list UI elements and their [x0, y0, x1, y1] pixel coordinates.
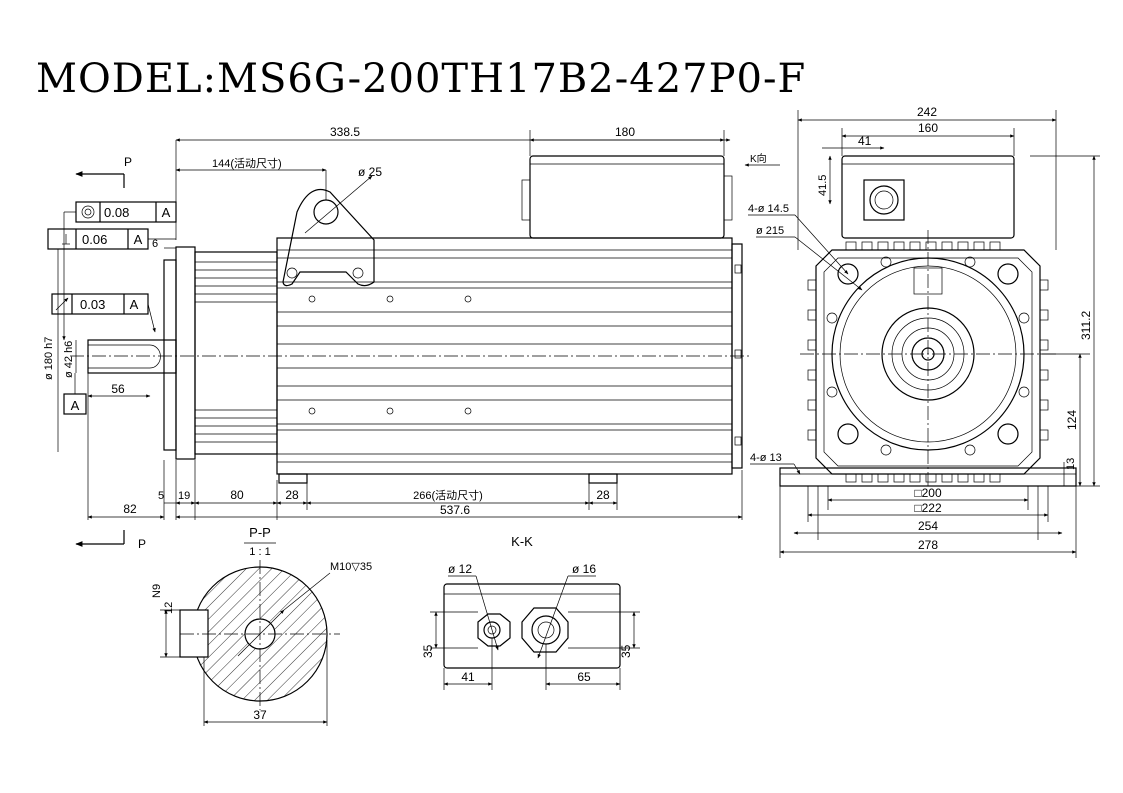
dimension-label: 1 : 1: [249, 546, 270, 558]
dimension-label: 311.2: [1079, 311, 1093, 340]
dimension-label: 124: [1065, 410, 1079, 430]
dimension-label: N9: [151, 584, 163, 598]
dimension-label: A: [130, 297, 139, 312]
dimension-label: 19: [178, 490, 190, 502]
dimension-label: 160: [918, 121, 938, 135]
dimension-label: □222: [914, 501, 942, 515]
dimension-label: 4-ø 14.5: [748, 203, 789, 215]
dimension-label: 28: [285, 488, 299, 502]
dimension-label: M10▽35: [330, 561, 372, 573]
front-view: [779, 155, 1077, 487]
dimension-label: K向: [750, 152, 767, 165]
section-kk: K-K ø 12 ø 16 35 35 41 65: [421, 534, 640, 690]
flange-plate: [175, 246, 196, 460]
dimension-label: 0.03: [80, 297, 105, 312]
dimension-label: K-K: [511, 534, 533, 549]
dimension-label: 28: [596, 488, 610, 502]
dimension-label: 266(活动尺寸): [413, 488, 483, 502]
dimension-label: 37: [253, 708, 267, 722]
dimension-label: 254: [918, 519, 938, 533]
dimension-label: 80: [230, 488, 244, 502]
dimension-label: 41: [461, 670, 475, 684]
dimension-label: 82: [123, 502, 137, 516]
dimension-label: 35: [421, 644, 435, 658]
dimension-label: 242: [917, 105, 937, 119]
dimension-label: 338.5: [330, 125, 360, 139]
dimension-label: 13: [1065, 458, 1077, 470]
dimension-label: 6: [152, 238, 158, 250]
dimension-label: 180: [615, 125, 635, 139]
dimension-label: A: [71, 398, 80, 413]
terminal-box: [529, 155, 725, 239]
dimension-label: ø 180 h7: [43, 337, 55, 380]
dimension-label: 5: [158, 490, 164, 502]
dimension-label: 4-ø 13: [750, 452, 782, 464]
dimension-label: ø 42 h6: [63, 341, 75, 378]
dimension-label: A: [162, 205, 171, 220]
dimension-label: P: [124, 155, 132, 169]
dimension-label: ø 16: [572, 562, 596, 576]
fin-section: [194, 251, 278, 455]
section-pp: P-P 1 : 1 M10▽35 N9 12 37: [151, 525, 372, 726]
dimension-label: 144(活动尺寸): [212, 156, 282, 170]
dimension-label: 56: [111, 382, 125, 396]
model-title: MODEL:MS6G-200TH17B2-427P0-F: [36, 56, 807, 102]
dimension-label: 0.08: [104, 205, 129, 220]
side-dimensions: 338.5 180 K向 P 144(活动尺寸) ø 25 0.08 A 0.0…: [43, 125, 780, 551]
front-dimensions: 242 160 41 41.5 4-ø 14.5 ø 215 311.2 124…: [748, 105, 1100, 558]
dimension-label: 278: [918, 538, 938, 552]
lifting-eye: [282, 188, 375, 287]
dimension-label: ø 25: [358, 165, 382, 179]
dimension-label: 65: [577, 670, 591, 684]
side-view: [70, 155, 750, 484]
dimension-label: 35: [619, 644, 633, 658]
dimension-label: ø 215: [756, 225, 784, 237]
dimension-label: 12: [163, 602, 175, 614]
dimension-label: 537.6: [440, 503, 470, 517]
dimension-label: 41.5: [817, 175, 829, 196]
dimension-label: □200: [914, 486, 942, 500]
dimension-label: 41: [858, 134, 872, 148]
dimension-label: 0.06: [82, 232, 107, 247]
dimension-label: A: [134, 232, 143, 247]
dimension-label: P-P: [249, 525, 271, 540]
dimension-label: P: [138, 537, 146, 551]
dimension-label: ø 12: [448, 562, 472, 576]
